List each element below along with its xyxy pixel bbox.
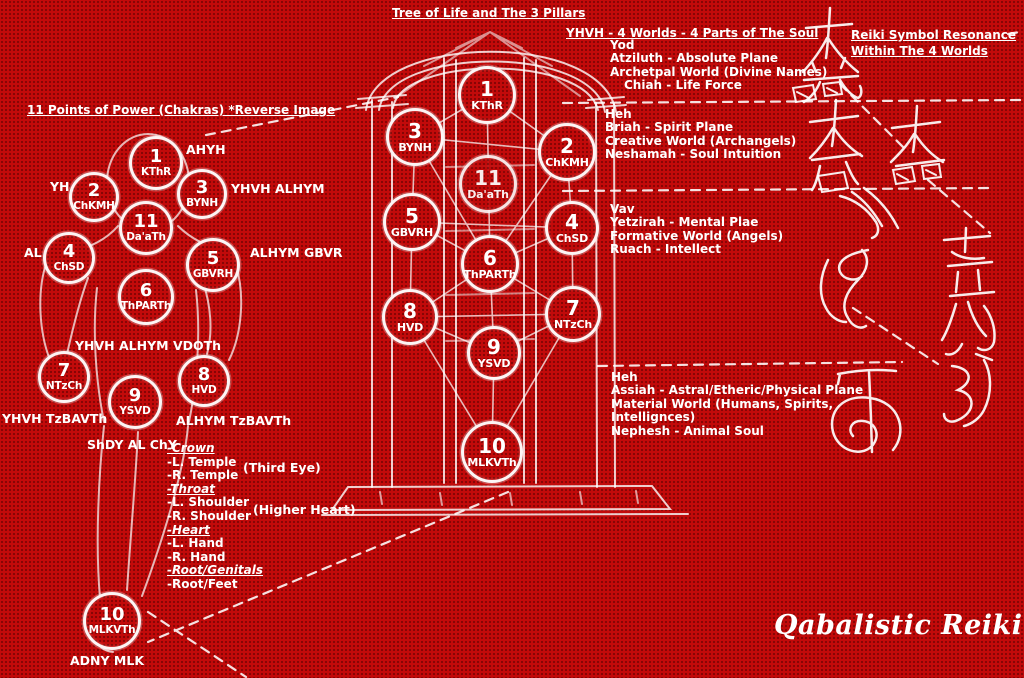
figure-node-6: 6 ThPARTh — [118, 269, 174, 325]
god-name-label: YH — [50, 179, 70, 194]
world-line: Briah - Spirit Plane — [605, 120, 734, 135]
world-line: Intellignces) — [611, 410, 696, 425]
figure-node-10: 10 MLKVTh — [83, 592, 141, 650]
dashed-connectors — [146, 30, 1022, 678]
world-letter: Heh — [611, 370, 638, 384]
world-block-briah: Heh Briah - Spirit Plane Creative World … — [605, 107, 797, 162]
list-item: -R. Hand — [167, 549, 226, 564]
tree-node-5: 5 GBVRH — [383, 193, 441, 251]
tree-node-10: 10 MLKVTh — [461, 421, 523, 483]
god-name-label: AL — [24, 245, 42, 260]
world-letter: Yod — [610, 38, 635, 52]
dai-ko-myo-symbol-world2-left — [808, 98, 900, 240]
third-eye-annotation: (Third Eye) — [243, 460, 321, 475]
list-item: -R. Temple — [167, 468, 239, 483]
figure-node-2: 2 ChKMH — [69, 172, 119, 222]
tree-node-9: 9 YSVD — [467, 326, 521, 380]
list-item: -Root/Feet — [167, 576, 238, 591]
tree-node-4: 4 ChSD — [545, 201, 599, 255]
tree-heading: Tree of Life and The 3 Pillars — [392, 6, 586, 20]
figure-node-1: 1 KThR — [129, 136, 183, 190]
reiki-heading-line2: Within The 4 Worlds — [851, 44, 988, 58]
world-line: Yetzirah - Mental Plae — [610, 215, 759, 230]
world-block-assiah: Heh Assiah - Astral/Etheric/Physical Pla… — [611, 370, 864, 438]
figure-node-3: 3 BYNH — [177, 169, 227, 219]
tree-node-11: 11 Da'aTh — [459, 155, 517, 213]
worlds-heading: YHVH - 4 Worlds - 4 Parts of The Soul — [566, 26, 819, 40]
figure-node-9: 9 YSVD — [108, 375, 162, 429]
cho-ku-rei-symbol — [830, 368, 902, 454]
dai-ko-myo-symbol-world1 — [791, 6, 863, 104]
list-item: -Crown — [167, 441, 215, 455]
figure-node-7: 7 NTzCh — [38, 351, 90, 403]
world-line: Material World (Humans, Spirits, — [611, 396, 834, 411]
god-name-label: AHYH — [186, 142, 226, 157]
list-item: -L. Shoulder — [167, 495, 250, 510]
list-item: -Throat — [167, 481, 215, 496]
god-name-label: ALHYM GBVR — [250, 245, 343, 260]
god-name-label: YHVH ALHYM VDOTh — [75, 338, 222, 353]
god-name-label: ALHYM TzBAVTh — [176, 413, 292, 428]
world-block-yetzirah: Vav Yetzirah - Mental Plae Formative Wor… — [610, 202, 784, 257]
figure-node-4: 4 ChSD — [43, 232, 95, 284]
tree-node-6: 6 ThPARTh — [461, 235, 519, 293]
sei-he-ki-symbol — [819, 248, 870, 329]
tree-node-2: 2 ChKMH — [538, 123, 596, 181]
world-line: Formative World (Angels) — [610, 228, 784, 243]
reiki-heading-line1: Reiki Symbol Resonance — [851, 28, 1017, 42]
world-letter: Vav — [610, 202, 635, 216]
chakras-heading: 11 Points of Power (Chakras) *Reverse Im… — [27, 103, 336, 117]
tree-node-1: 1 KThR — [458, 66, 516, 124]
world-line: Nephesh - Animal Soul — [611, 423, 764, 438]
world-line: Ruach - Intellect — [610, 242, 721, 257]
figure-node-5: 5 GBVRH — [186, 238, 240, 292]
god-name-label: YHVH ALHYM — [231, 181, 325, 196]
world-block-atziluth: Yod Atziluth - Absolute Plane Archetpal … — [610, 38, 828, 93]
brand-title: Qabalistic Reiki — [774, 610, 1023, 641]
world-line: Creative World (Archangels) — [605, 133, 797, 148]
world-line: Atziluth - Absolute Plane — [610, 51, 779, 66]
list-item: -L. Temple — [167, 454, 237, 469]
list-item: -Heart — [167, 522, 210, 537]
god-name-label: YHVH TzBAVTh — [2, 411, 108, 426]
raku-symbol — [942, 352, 994, 428]
god-name-label: ShDY AL ChY — [87, 437, 177, 452]
dai-ko-myo-symbol-world2-right — [889, 104, 946, 186]
world-line: Archetpal World (Divine Names) — [610, 64, 828, 79]
higher-heart-annotation: (Higher Heart) — [253, 502, 356, 517]
world-letter: Heh — [605, 107, 632, 121]
list-item: -Root/Genitals — [167, 563, 263, 578]
world-line: Neshamah - Soul Intuition — [605, 147, 782, 162]
body-points-list: -Crown -L. Temple -R. Temple -Throat -L.… — [167, 441, 263, 592]
tree-node-3: 3 BYNH — [386, 108, 444, 166]
list-item: -R. Shoulder — [167, 508, 251, 523]
world-line: Chiah - Life Force — [624, 78, 742, 93]
list-item: -L. Hand — [167, 536, 224, 551]
world-line: Assiah - Astral/Etheric/Physical Plane — [611, 383, 864, 398]
figure-node-11: 11 Da'aTh — [119, 201, 173, 255]
hon-sha-ze-sho-nen-symbol — [940, 226, 996, 356]
figure-node-8: 8 HVD — [178, 355, 230, 407]
tree-node-8: 8 HVD — [382, 289, 438, 345]
god-name-label: ADNY MLK — [70, 653, 145, 668]
tree-node-7: 7 NTzCh — [545, 286, 601, 342]
